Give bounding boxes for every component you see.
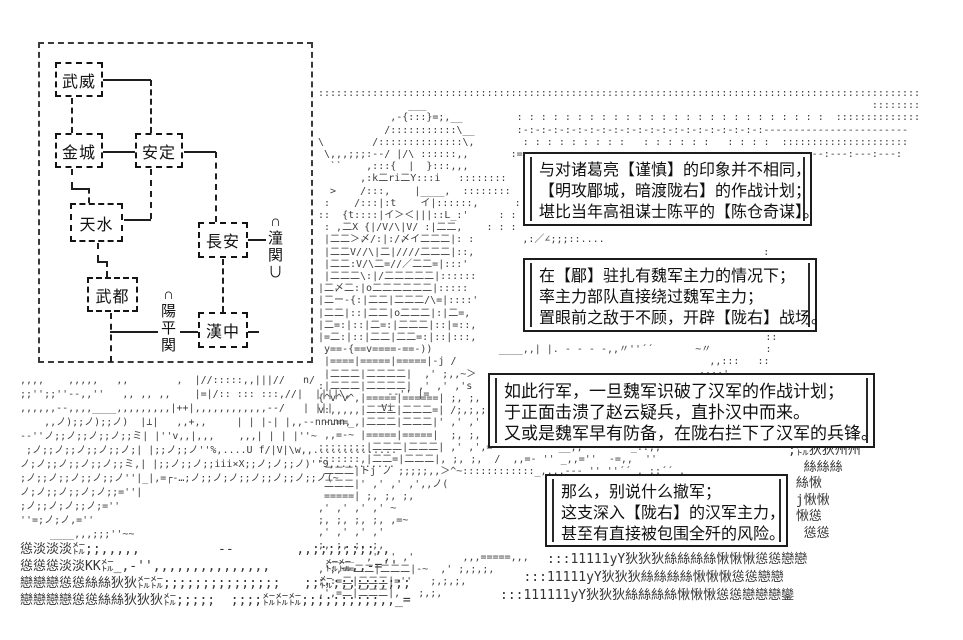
dialog-line: 置眼前之敌于不顾，开辟【陇右】战场。 <box>539 310 828 327</box>
dialog-line: 这支深入【陇右】的汉军主力， <box>561 505 786 522</box>
edge-anding-right <box>184 151 216 153</box>
map-node-jincheng: 金城 <box>55 133 103 168</box>
edge-yangping-hanzhong <box>180 331 198 333</box>
map-node-wudu: 武都 <box>87 277 138 312</box>
map-label-tongguan: ∩潼関∪ <box>267 213 284 283</box>
dialog-box-bypass-plan: 在【郿】驻扎有魏军主力的情况下； 率主力部队直接绕过魏军主力； 置眼前之敌于不顾… <box>523 258 828 332</box>
edge-tianshui-right <box>124 219 151 221</box>
dialog-box-risk-of-detection: 如此行军，一旦魏军识破了汉军的作战计划； 于正面击溃了赵云疑兵，直扑汉中而来。 … <box>488 373 878 448</box>
dialog-line: 于正面击溃了赵云疑兵，直扑汉中而来。 <box>504 403 810 422</box>
edge-jincheng-anding <box>103 151 135 153</box>
map-node-hanzhong: 漢中 <box>198 312 248 348</box>
edge-wudu-yangping <box>110 331 158 333</box>
dialog-line: 在【郿】驻扎有魏军主力的情况下； <box>539 268 796 285</box>
dialog-line: 与对诸葛亮【谨慎】的印象并不相同， <box>539 162 812 179</box>
edge-tianshui-bend <box>97 261 107 263</box>
dialog-line: 甚至有直接被包围全歼的风险。 <box>561 526 786 543</box>
edge-jincheng-down <box>71 169 73 188</box>
dialog-line: 堪比当年高祖谋士陈平的【陈仓奇谋】。 <box>539 204 820 221</box>
edge-changan-hanzhong <box>222 259 224 312</box>
edge-to-tianshui <box>88 188 90 203</box>
map-node-tianshui: 天水 <box>70 203 123 242</box>
ascii-art-mountain-wall: ::::::::::::::::::::::::::::::::::::::::… <box>318 88 921 600</box>
dialog-box-encirclement-risk: 那么，别说什么撤军； 这支深入【陇右】的汉军主力， 甚至有直接被包围全歼的风险。 <box>545 474 788 547</box>
ascii-art-bottom-right-texture: :::11111yY狄狄狄絲絲絲絲愀愀愀慫慫戀戀 :::11111yY狄狄狄絲絲… <box>500 552 808 603</box>
dialog-line: 率主力部队直接绕过魏军主力； <box>539 289 764 306</box>
ascii-art-left-field: ,,,, ,,,,, ,, , |//:::::,,|||// n/ ;;'';… <box>20 375 430 540</box>
edge-changan-tongguan <box>248 239 266 241</box>
ascii-art-bottom-left-texture: 慫淡淡淡㍍;;,,,,, -- ,,;;;;;;;;,, 慫慫慫淡淡KK㍍_,-… <box>20 542 411 608</box>
map-node-changan: 長安 <box>198 222 248 258</box>
edge-tianshui-down <box>97 243 99 261</box>
edge-wuwei-jincheng <box>71 98 73 133</box>
dialog-box-strategy-impression: 与对诸葛亮【谨慎】的印象并不相同， 【明攻郿城，暗渡陇右】的作战计划； 堪比当年… <box>523 152 820 226</box>
edge-anding-tianshui <box>150 169 152 219</box>
edge-wudu-down <box>110 313 112 362</box>
dialog-line: 那么，别说什么撤军； <box>561 484 722 501</box>
map-node-wuwei: 武威 <box>55 62 103 97</box>
dialog-line: 【明攻郿城，暗渡陇右】的作战计划； <box>539 183 812 200</box>
edge-wuwei-right <box>103 79 151 81</box>
dialog-line: 如此行军，一旦魏军识破了汉军的作战计划； <box>504 382 844 401</box>
edge-jincheng-bend <box>71 188 89 190</box>
ascii-art-right-column-texture: ;㍍狄狄州州 絲絲絲 絲愀 j愀愀 愀慫 慫慫 <box>788 443 861 541</box>
edge-wuwei-anding <box>150 80 152 133</box>
dialog-line: 又或是魏军早有防备，在陇右拦下了汉军的兵锋。 <box>504 424 878 443</box>
edge-to-wudu <box>106 261 108 277</box>
edge-anding-changan <box>215 152 217 222</box>
map-label-yangpingguan: ∩陽平関 <box>160 286 177 356</box>
map-node-anding: 安定 <box>135 133 183 168</box>
edge-hanzhong-right <box>248 331 259 333</box>
